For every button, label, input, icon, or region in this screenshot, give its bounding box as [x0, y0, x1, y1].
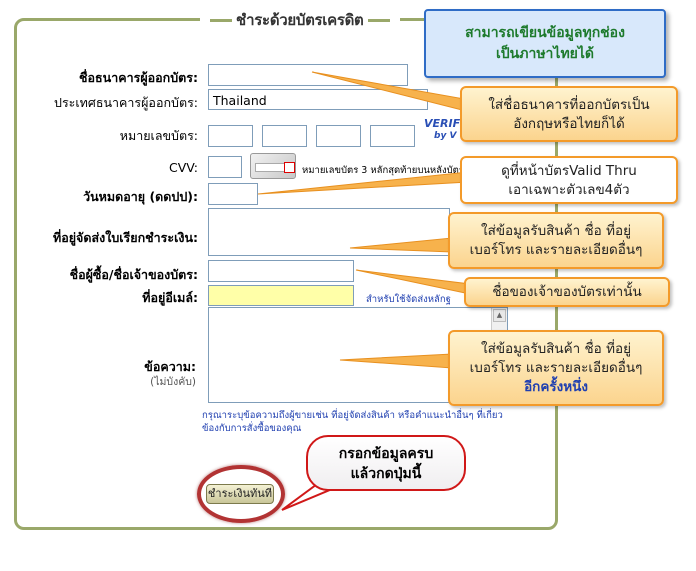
expiry-input[interactable] — [208, 183, 258, 205]
thai-allowed-note: สามารถเขียนข้อมูลทุกช่อง เป็นภาษาไทยได้ — [424, 9, 666, 78]
card-number-part-4[interactable] — [370, 125, 415, 147]
message-label: ข้อความ: — [144, 359, 196, 374]
expiry-callout: ดูที่หน้าบัตรValid Thru เอาเฉพาะตัวเลข4ต… — [460, 156, 678, 204]
card-number-label: หมายเลขบัตร: — [119, 128, 198, 143]
expiry-label: วันหมดอายุ (ดดปป): — [83, 189, 198, 204]
cardholder-callout: ชื่อของเจ้าของบัตรเท่านั้น — [464, 277, 670, 307]
cardholder-input[interactable] — [208, 260, 354, 282]
bank-name-label: ชื่อธนาคารผู้ออกบัตร: — [79, 70, 198, 85]
cvv-input[interactable] — [208, 156, 242, 178]
cvv-label: CVV: — [168, 160, 198, 175]
bank-country-value: Thailand — [213, 93, 267, 108]
verified-by-visa-logo: VERIF by V — [424, 117, 461, 142]
pay-button-highlight-ring — [197, 465, 285, 523]
bank-callout-pointer — [311, 71, 471, 113]
email-input[interactable] — [208, 285, 354, 306]
card-number-part-1[interactable] — [208, 125, 253, 147]
cvv-hint: หมายเลขบัตร 3 หลักสุดท้ายบนหลังบัตร — [302, 165, 464, 176]
address-callout-pointer — [349, 237, 453, 253]
card-number-part-3[interactable] — [316, 125, 361, 147]
form-title: ชำระด้วยบัตรเครดิต — [200, 8, 400, 32]
bank-country-label: ประเทศธนาคารผู้ออกบัตร: — [54, 95, 198, 110]
email-hint: สำหรับใช้จัดส่งหลักฐ — [366, 294, 451, 305]
cardholder-callout-pointer — [355, 269, 471, 295]
cardholder-label: ชื่อผู้ซื้อ/ชื่อเจ้าของบัตร: — [69, 267, 198, 282]
message-callout: ใส่ข้อมูลรับสินค้า ชื่อ ที่อยู่ เบอร์โทร… — [448, 330, 664, 406]
scroll-up-arrow-icon[interactable]: ▲ — [493, 309, 506, 322]
email-label: ที่อยู่อีเมล์: — [142, 290, 198, 305]
message-hint-line2: ข้องกับการสั่งซื้อของคุณ — [202, 423, 302, 434]
message-callout-pointer — [339, 353, 453, 369]
submit-instruction-callout: กรอกข้อมูลครบ แล้วกดปุ่มนี้ — [306, 435, 466, 491]
message-hint-line1: กรุณาระบุข้อความถึงผู้ขายเช่น ที่อยู่จัด… — [202, 410, 503, 421]
card-number-part-2[interactable] — [262, 125, 307, 147]
address-callout: ใส่ข้อมูลรับสินค้า ชื่อ ที่อยู่ เบอร์โทร… — [448, 212, 664, 269]
billing-address-label: ที่อยู่จัดส่งใบเรียกชำระเงิน: — [52, 230, 198, 245]
expiry-callout-pointer — [257, 171, 469, 195]
message-optional-note: (ไม่บังคับ) — [150, 376, 196, 388]
card-back-icon — [250, 153, 296, 179]
bank-country-select[interactable]: Thailand — [208, 89, 428, 110]
pay-now-button[interactable]: ชำระเงินทันที — [206, 484, 274, 504]
bank-name-callout: ใส่ชื่อธนาคารที่ออกบัตรเป็น อังกฤษหรือไท… — [460, 86, 678, 142]
billing-address-textarea[interactable] — [208, 208, 450, 256]
